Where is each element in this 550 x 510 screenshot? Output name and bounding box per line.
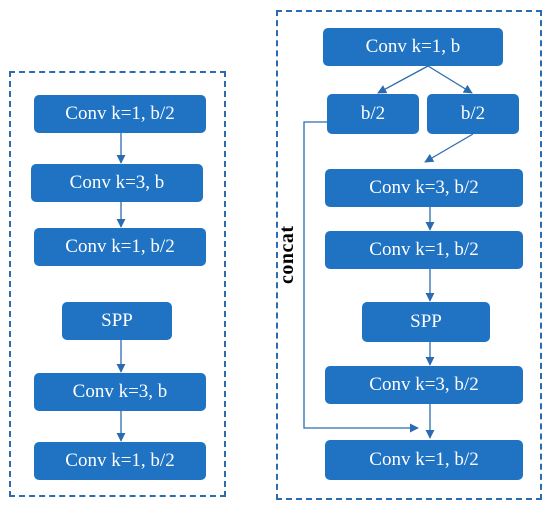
left-node-conv-5: Conv k=1, b/2 [34,442,206,480]
right-node-split-left: b/2 [327,94,419,134]
right-node-conv-3: Conv k=3, b/2 [325,366,523,404]
left-node-conv-4: Conv k=3, b [34,373,206,411]
left-node-conv-1: Conv k=1, b/2 [34,95,206,133]
left-node-conv-3: Conv k=1, b/2 [34,228,206,266]
concat-label: concat [276,225,298,284]
right-node-conv-2: Conv k=1, b/2 [325,231,523,269]
right-node-conv-4: Conv k=1, b/2 [325,440,523,480]
right-node-conv-1: Conv k=3, b/2 [325,169,523,207]
right-node-spp: SPP [362,302,490,342]
left-node-spp: SPP [62,302,172,340]
left-panel [9,71,226,497]
right-node-split-right: b/2 [427,94,519,134]
right-panel [276,10,542,500]
right-node-top-conv: Conv k=1, b [323,28,503,66]
left-node-conv-2: Conv k=3, b [31,164,203,202]
